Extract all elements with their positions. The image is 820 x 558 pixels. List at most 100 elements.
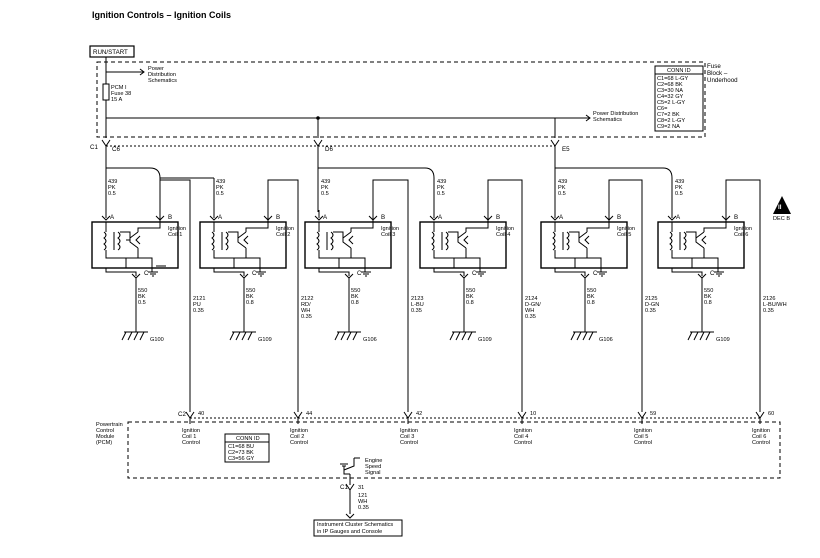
svg-text:G106: G106 [363,337,377,343]
svg-text:PK: PK [558,185,566,191]
splice-d6-label: D6 [325,146,333,153]
esp-conn-c1: C1 [340,484,348,491]
pcm-conn-c2: C2 [178,411,186,418]
svg-text:42: 42 [416,411,422,417]
svg-text:C4=32 GY: C4=32 GY [657,94,684,100]
svg-text:C: C [357,270,362,277]
fuse-block-label: Fuse Block – Underhood [707,63,738,84]
conn-id-pcm-box [224,433,270,463]
svg-text:Schematics: Schematics [148,78,177,84]
svg-text:L-BU: L-BU [411,302,424,308]
svg-text:439: 439 [321,179,330,185]
esp-wire-label: 121 WH 0.35 [358,493,369,511]
svg-text:G100: G100 [150,337,164,343]
svg-text:Ignition: Ignition [290,428,308,434]
reference-badge: II DEC B [773,196,791,222]
svg-text:BK: BK [351,294,359,300]
svg-text:0.5: 0.5 [108,191,116,197]
svg-text:A: A [110,214,115,221]
svg-text:Coil 2: Coil 2 [276,232,290,238]
svg-text:2123: 2123 [411,296,423,302]
svg-text:B: B [496,214,500,221]
svg-text:Power: Power [148,66,164,72]
svg-text:439: 439 [675,179,684,185]
svg-text:Control: Control [752,440,770,446]
svg-text:0.35: 0.35 [301,314,312,320]
svg-text:PK: PK [108,185,116,191]
svg-text:Control: Control [96,428,114,434]
svg-text:59: 59 [650,411,656,417]
svg-text:Ignition: Ignition [752,428,770,434]
svg-text:A: A [218,214,223,221]
svg-text:60: 60 [768,411,774,417]
svg-text:Ignition: Ignition [276,226,294,232]
svg-text:0.8: 0.8 [587,300,595,306]
svg-text:G109: G109 [478,337,492,343]
pcm-fuse-symbol [102,83,110,101]
svg-text:Instrument Cluster Schematics: Instrument Cluster Schematics [317,522,393,528]
svg-text:0.35: 0.35 [193,308,204,314]
svg-text:550: 550 [351,288,360,294]
svg-text:C: C [144,270,149,277]
svg-text:15 A: 15 A [111,97,122,103]
svg-text:0.5: 0.5 [675,191,683,197]
svg-text:550: 550 [138,288,147,294]
svg-text:C5=2 L-GY: C5=2 L-GY [657,100,685,106]
svg-text:Coil 4: Coil 4 [514,434,528,440]
svg-text:PU: PU [193,302,201,308]
run-start-label: RUN/START [93,49,128,56]
svg-text:Control: Control [400,440,418,446]
svg-text:C6=: C6= [657,106,667,112]
svg-text:Coil 2: Coil 2 [290,434,304,440]
svg-text:2125: 2125 [645,296,657,302]
svg-text:Ignition: Ignition [634,428,652,434]
svg-text:B: B [276,214,280,221]
svg-text:A: A [559,214,564,221]
svg-text:Coil 5: Coil 5 [634,434,648,440]
svg-text:BK: BK [246,294,254,300]
svg-text:Control: Control [634,440,652,446]
svg-text:439: 439 [558,179,567,185]
svg-text:Block –: Block – [707,70,728,77]
ignition-coil-4 [419,210,507,279]
svg-text:D-GN: D-GN [645,302,659,308]
svg-text:Fuse: Fuse [707,63,721,70]
svg-text:439: 439 [437,179,446,185]
svg-text:C2=68 BK: C2=68 BK [657,82,683,88]
svg-text:Underhood: Underhood [707,77,738,84]
svg-text:0.35: 0.35 [645,308,656,314]
svg-text:0.8: 0.8 [351,300,359,306]
svg-text:0.35: 0.35 [411,308,422,314]
svg-text:BK: BK [138,294,146,300]
svg-text:0.5: 0.5 [558,191,566,197]
svg-text:G106: G106 [599,337,613,343]
svg-text:0.35: 0.35 [763,308,774,314]
svg-text:Coil 1: Coil 1 [168,232,182,238]
svg-text:C: C [252,270,257,277]
svg-text:Control: Control [182,440,200,446]
svg-text:WH: WH [525,308,534,314]
pcm-pin-6: 60 [755,411,774,424]
svg-text:550: 550 [587,288,596,294]
svg-text:B: B [734,214,738,221]
svg-text:L-BU/WH: L-BU/WH [763,302,787,308]
svg-text:C3=56 GY: C3=56 GY [228,456,255,462]
svg-text:A: A [676,214,681,221]
